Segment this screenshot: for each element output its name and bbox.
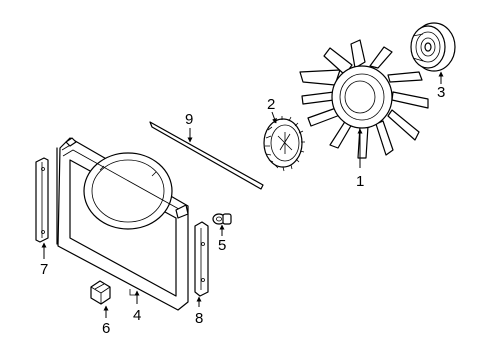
pulley [410,22,456,72]
callout-7: 7 [40,261,48,278]
grommet [212,213,232,225]
callout-8: 8 [195,310,203,327]
callout-2: 2 [267,96,275,113]
fan [299,39,429,159]
callout-3: 3 [437,84,445,101]
fan-clutch [263,116,305,172]
callout-5: 5 [218,237,226,254]
clip [90,280,111,305]
callout-1: 1 [356,173,364,190]
side-seal-left [35,157,49,243]
callout-9: 9 [185,111,193,128]
callout-4: 4 [133,307,141,324]
fan-shroud [56,137,189,311]
leader-lines [41,71,444,318]
seal-strip [149,121,264,190]
callout-6: 6 [102,320,110,337]
side-seal-right [194,221,209,297]
